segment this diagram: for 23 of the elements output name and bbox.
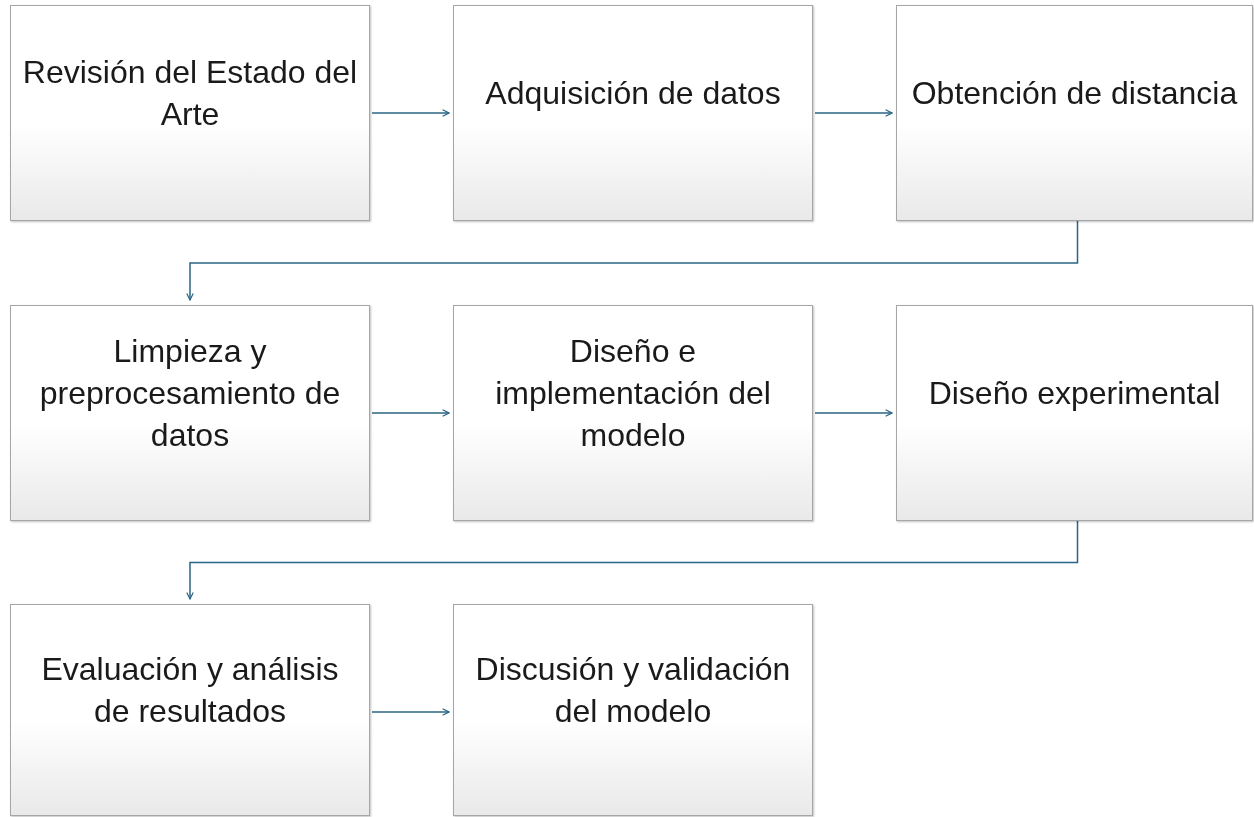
process-box — [453, 5, 813, 221]
step-label: Diseño experimental — [928, 374, 1221, 413]
step-label: Diseño e implementación del modelo — [494, 332, 772, 455]
process-box — [453, 604, 813, 816]
process-box — [10, 305, 370, 521]
arrow — [371, 708, 450, 716]
arrow — [371, 109, 450, 117]
step-label: Evaluación y análisis de resultados — [40, 650, 340, 731]
step-label: Limpieza y preprocesamiento de datos — [38, 332, 342, 455]
arrow — [814, 109, 893, 117]
arrow — [186, 220, 1079, 301]
process-box — [453, 305, 813, 521]
arrow — [814, 409, 893, 417]
process-box — [896, 5, 1253, 221]
step-label: Discusión y validación del modelo — [474, 650, 792, 731]
arrow — [186, 520, 1079, 600]
step-label: Obtención de distancia — [911, 74, 1238, 113]
step-label: Revisión del Estado del Arte — [21, 53, 359, 134]
process-box — [896, 305, 1253, 521]
process-box — [10, 5, 370, 221]
process-box — [10, 604, 370, 816]
arrow — [371, 409, 450, 417]
step-label: Adquisición de datos — [485, 74, 781, 113]
